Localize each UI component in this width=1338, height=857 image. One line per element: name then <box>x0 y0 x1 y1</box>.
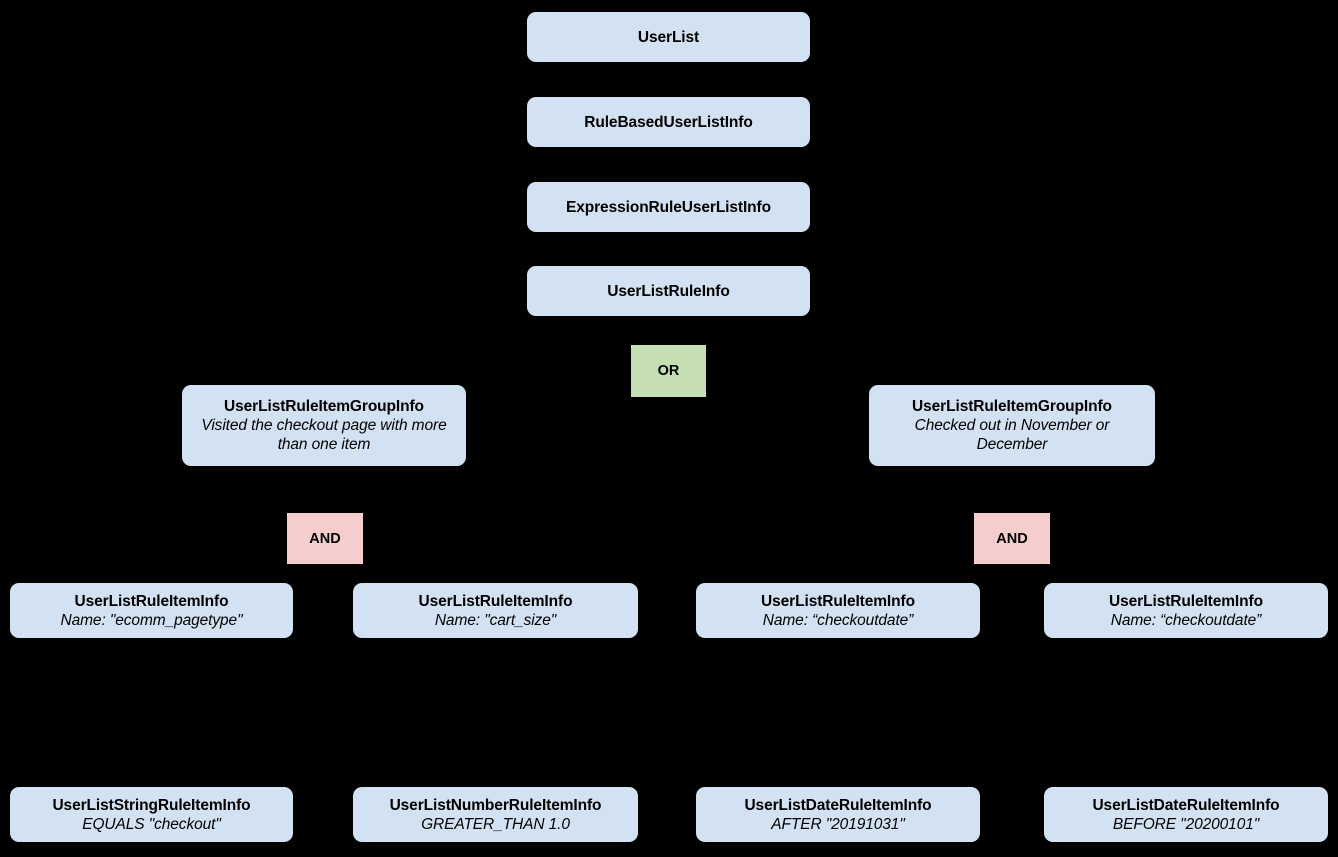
node-title: UserListStringRuleItemInfo <box>52 796 251 814</box>
node-subtitle: BEFORE "20200101" <box>1112 815 1260 833</box>
node-title: UserListRuleItemInfo <box>1109 592 1263 610</box>
node-subtitle: Name: "ecomm_pagetype" <box>60 611 243 629</box>
node-title: UserListRuleInfo <box>607 282 730 300</box>
node-subtitle: EQUALS "checkout" <box>82 815 221 833</box>
node-subtitle: Name: “checkoutdate” <box>762 611 914 629</box>
node-title: UserListNumberRuleItemInfo <box>389 796 602 814</box>
node-subtitle: Name: “checkoutdate” <box>1110 611 1262 629</box>
node-user_list_rule_info[interactable]: UserListRuleInfo <box>527 266 810 316</box>
badge-or_badge[interactable]: OR <box>631 345 706 397</box>
node-title: UserListRuleItemGroupInfo <box>224 398 424 415</box>
node-subtitle: GREATER_THAN 1.0 <box>421 815 570 833</box>
node-subtitle: Name: "cart_size" <box>434 611 557 629</box>
node-expression_rule_info[interactable]: ExpressionRuleUserListInfo <box>527 182 810 232</box>
node-user_list[interactable]: UserList <box>527 12 810 62</box>
node-title: ExpressionRuleUserListInfo <box>566 198 771 216</box>
badge-and_badge_left[interactable]: AND <box>287 513 363 564</box>
node-title: UserListRuleItemInfo <box>418 592 573 610</box>
badge-and_badge_right[interactable]: AND <box>974 513 1050 564</box>
node-rule_based_info[interactable]: RuleBasedUserListInfo <box>527 97 810 147</box>
node-title: UserListDateRuleItemInfo <box>744 796 932 814</box>
node-title: UserListRuleItemInfo <box>74 592 229 610</box>
node-subtitle: Checked out in November or December <box>914 417 1110 453</box>
node-title: UserListRuleItemGroupInfo <box>912 398 1112 415</box>
node-title: UserListDateRuleItemInfo <box>1092 796 1280 814</box>
node-subtitle: Visited the checkout page with more than… <box>201 417 447 453</box>
node-title: UserListRuleItemInfo <box>761 592 915 610</box>
node-title: UserList <box>637 28 700 46</box>
node-subtitle: AFTER "20191031" <box>771 815 905 833</box>
node-title: RuleBasedUserListInfo <box>584 113 753 131</box>
